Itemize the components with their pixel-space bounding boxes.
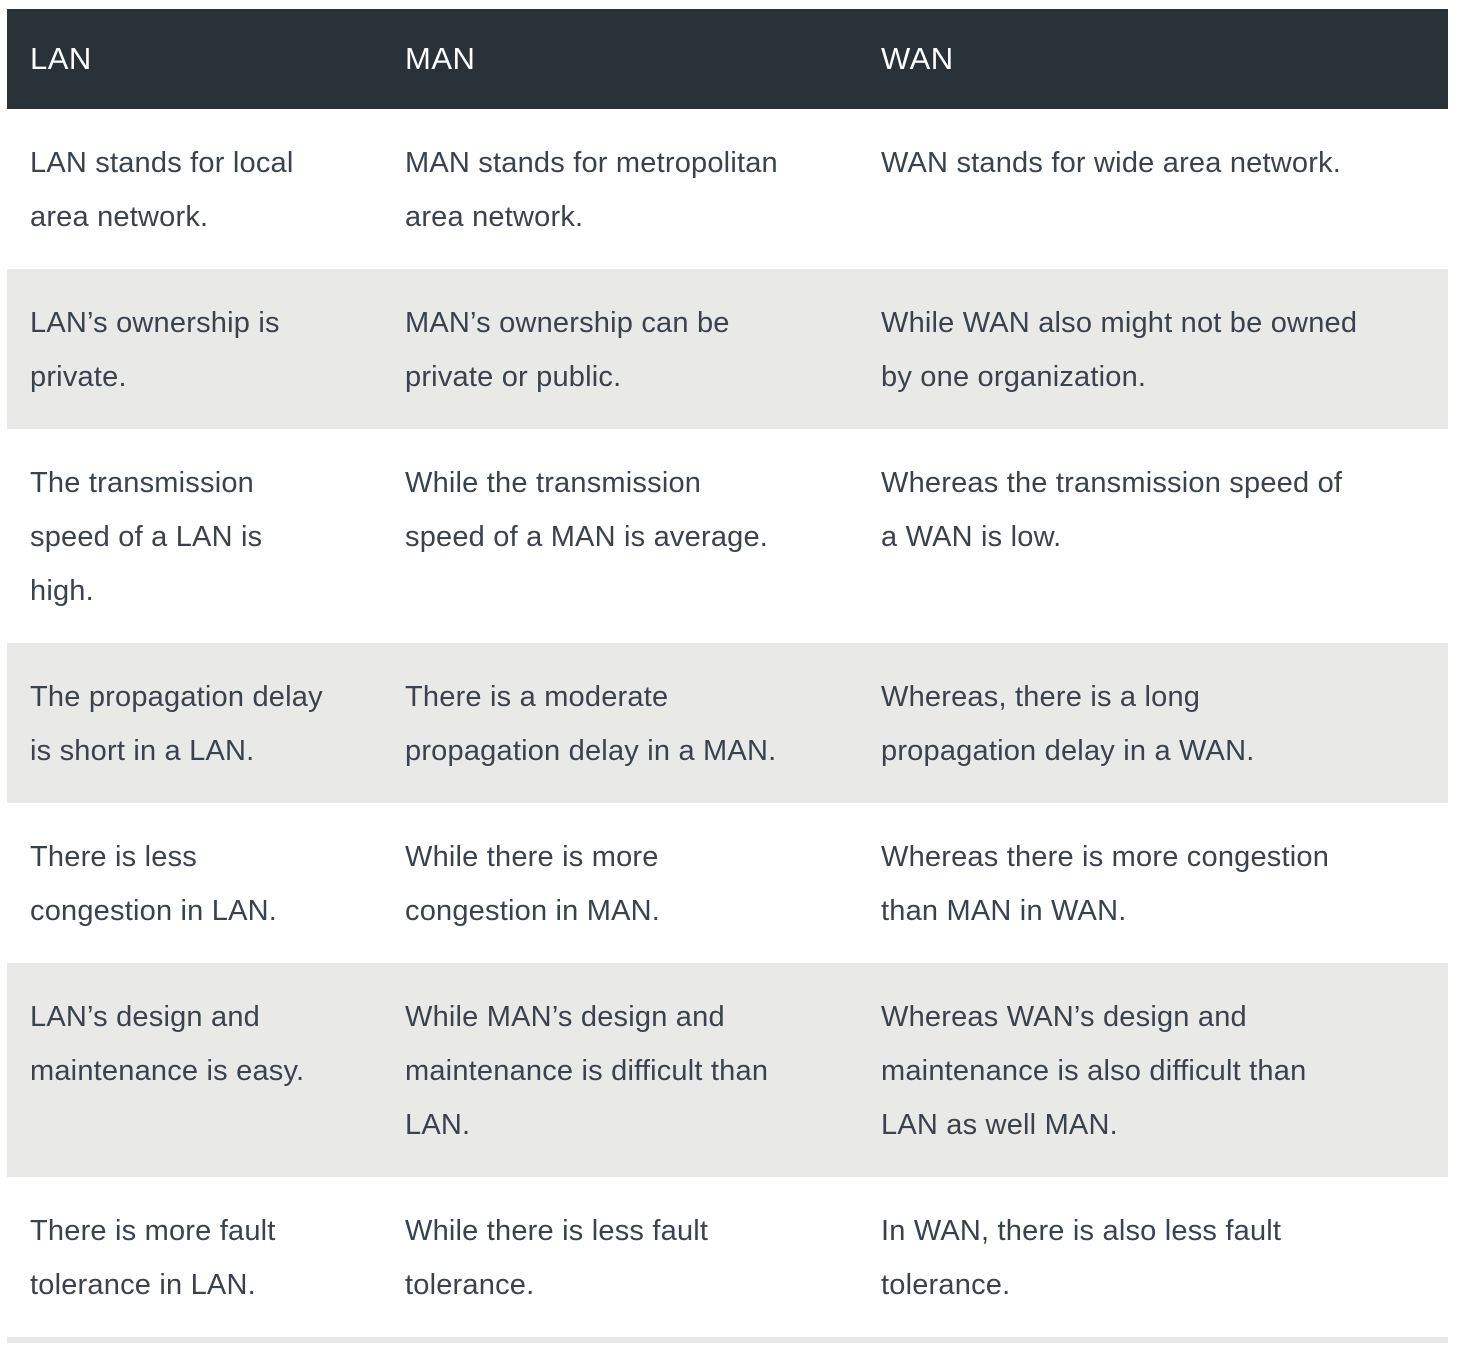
cell-man: MAN’s ownership can be private or public… bbox=[382, 269, 858, 429]
cell-wan: While WAN also might not be owned by one… bbox=[858, 269, 1448, 429]
table-row: There is more fault tolerance in LAN. Wh… bbox=[7, 1177, 1448, 1337]
cell-lan: There is less congestion in LAN. bbox=[7, 803, 382, 963]
table-row: LAN stands for local area network. MAN s… bbox=[7, 109, 1448, 269]
cell-man: While there is less fault tolerance. bbox=[382, 1177, 858, 1337]
cell-man: MAN stands for metropolitan area network… bbox=[382, 109, 858, 269]
cell-lan: There is more fault tolerance in LAN. bbox=[7, 1177, 382, 1337]
cell-lan: The propagation delay is short in a LAN. bbox=[7, 643, 382, 803]
header-row: LAN MAN WAN bbox=[7, 9, 1448, 109]
cell-wan: Whereas, there is a long propagation del… bbox=[858, 643, 1448, 803]
cell-lan: LAN stands for local area network. bbox=[7, 109, 382, 269]
cell-man: While there is more congestion in MAN. bbox=[382, 803, 858, 963]
table-row: LAN’s design and maintenance is easy. Wh… bbox=[7, 963, 1448, 1177]
cell-lan: LAN’s design and maintenance is easy. bbox=[7, 963, 382, 1177]
cell-lan: The transmission speed of a LAN is high. bbox=[7, 429, 382, 643]
table-row: There is less congestion in LAN. While t… bbox=[7, 803, 1448, 963]
column-header-lan: LAN bbox=[7, 9, 382, 109]
cell-wan: WAN stands for wide area network. bbox=[858, 109, 1448, 269]
cell-man: While the transmission speed of a MAN is… bbox=[382, 429, 858, 643]
cell-wan: Whereas there is more congestion than MA… bbox=[858, 803, 1448, 963]
cell-man: There is a moderate propagation delay in… bbox=[382, 643, 858, 803]
lan-man-wan-table: LAN MAN WAN LAN stands for local area ne… bbox=[7, 9, 1448, 1337]
table-row: The transmission speed of a LAN is high.… bbox=[7, 429, 1448, 643]
cell-man: While MAN’s design and maintenance is di… bbox=[382, 963, 858, 1177]
cell-wan: In WAN, there is also less fault toleran… bbox=[858, 1177, 1448, 1337]
next-row-partial bbox=[7, 1337, 1448, 1343]
cell-wan: Whereas the transmission speed of a WAN … bbox=[858, 429, 1448, 643]
column-header-man: MAN bbox=[382, 9, 858, 109]
column-header-wan: WAN bbox=[858, 9, 1448, 109]
cell-lan: LAN’s ownership is private. bbox=[7, 269, 382, 429]
table-row: The propagation delay is short in a LAN.… bbox=[7, 643, 1448, 803]
table-row: LAN’s ownership is private. MAN’s owners… bbox=[7, 269, 1448, 429]
cell-wan: Whereas WAN’s design and maintenance is … bbox=[858, 963, 1448, 1177]
